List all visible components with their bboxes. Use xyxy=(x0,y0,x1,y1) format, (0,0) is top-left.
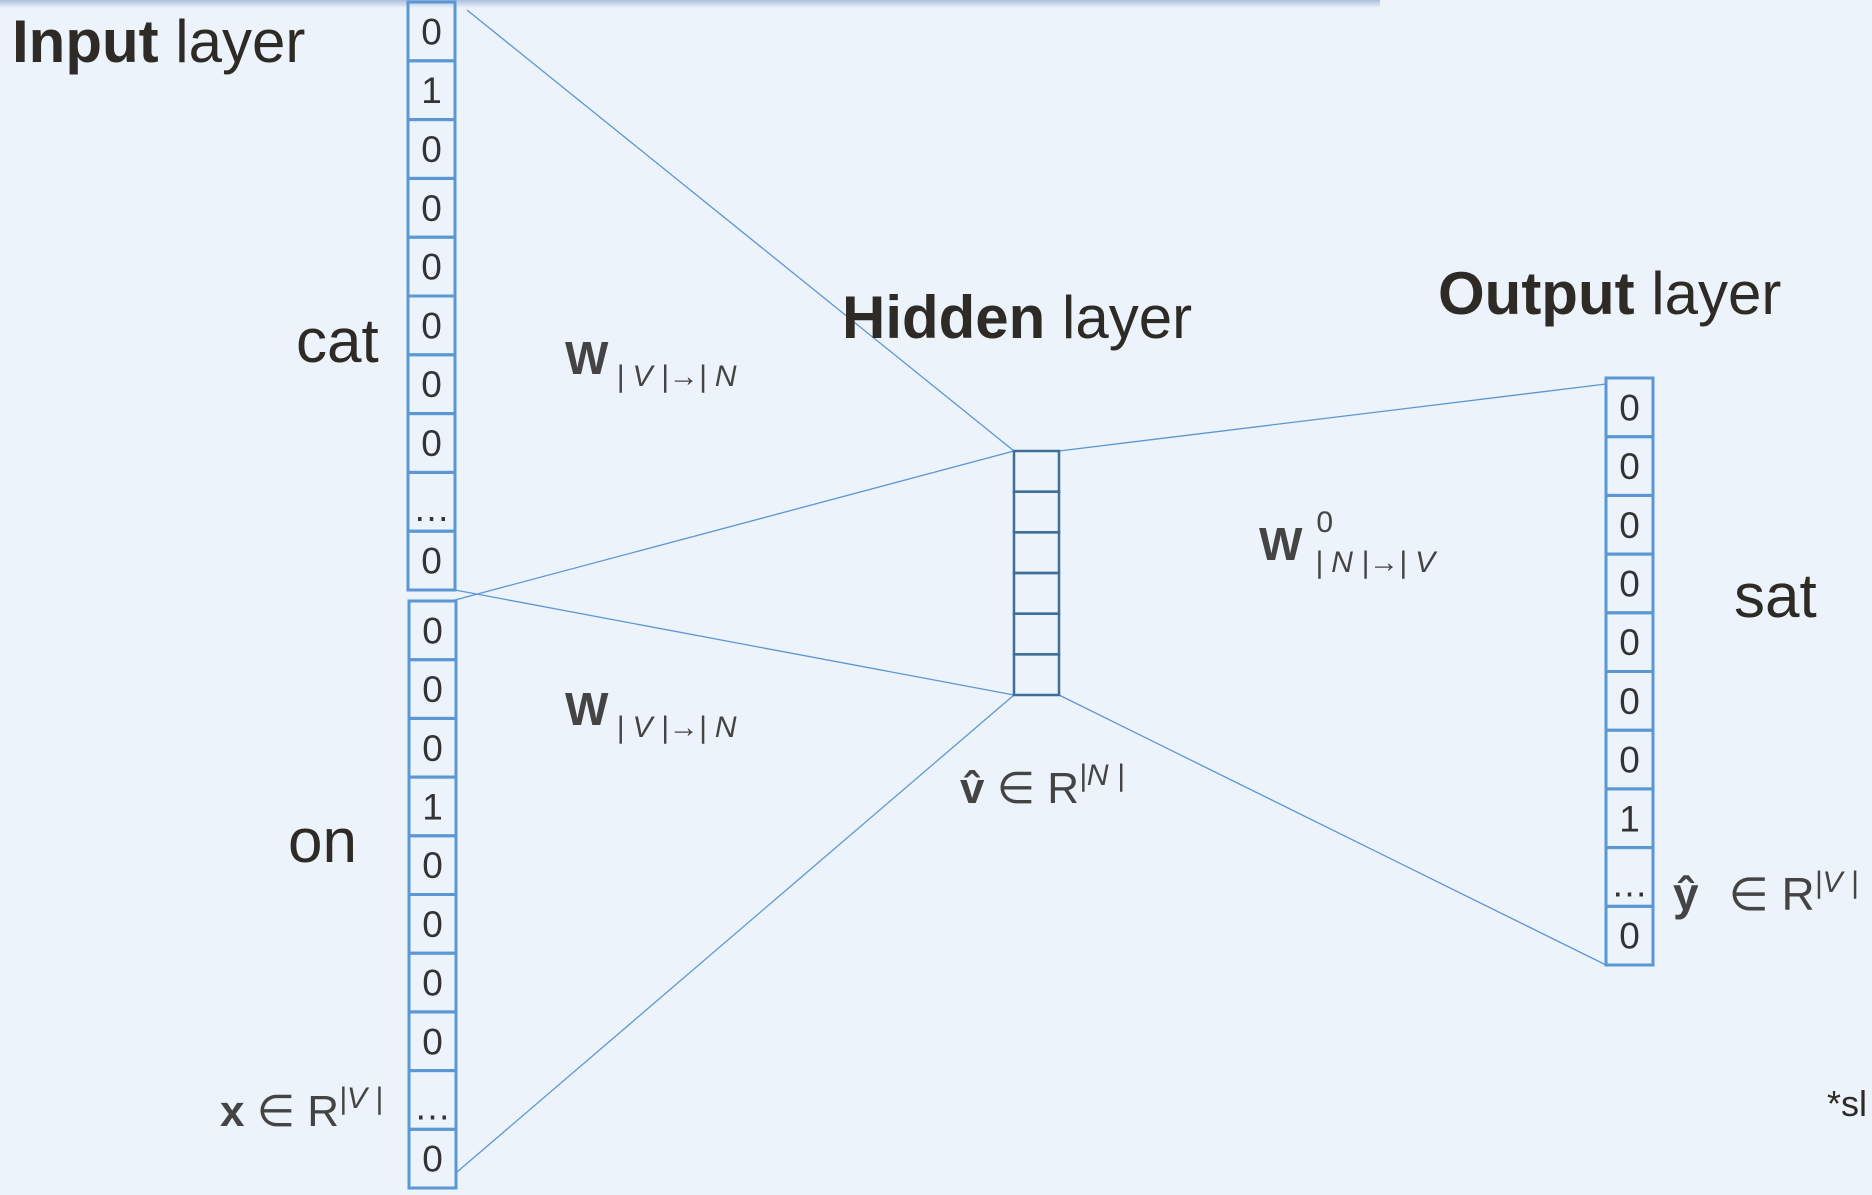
word-on: on xyxy=(288,807,357,876)
cell-value: 0 xyxy=(422,728,443,769)
cell-value: 0 xyxy=(1619,916,1640,957)
cell-value: 0 xyxy=(421,364,442,405)
cell-value: 0 xyxy=(421,247,442,288)
word-sat: sat xyxy=(1734,562,1817,631)
cell-value: 0 xyxy=(1619,622,1640,663)
hidden-cell xyxy=(1012,571,1061,615)
vector-cell: 0 xyxy=(406,294,457,357)
vector-cell: 0 xyxy=(1604,552,1655,615)
cell-box xyxy=(1604,904,1655,967)
cell-value: 0 xyxy=(422,1021,443,1062)
vector-cell: 0 xyxy=(406,353,457,416)
input-layer-title: Input layer xyxy=(12,8,305,75)
cell-value: 1 xyxy=(421,70,442,111)
cell-value: … xyxy=(414,1086,451,1127)
output-layer-title: Output layer xyxy=(1438,260,1781,327)
cell-value: 0 xyxy=(422,669,443,710)
vector-cell: 0 xyxy=(407,716,458,779)
cell-value: 0 xyxy=(1619,681,1640,722)
weight-matrix-input-1: W| V |→| N xyxy=(565,332,737,393)
hidden-vector xyxy=(1012,449,1061,697)
footnote: *sl xyxy=(1827,1083,1867,1124)
hidden-cell xyxy=(1012,449,1061,493)
vector-cell: 0 xyxy=(406,176,457,239)
cell-value: 1 xyxy=(1619,798,1640,839)
input-vector-on: 0 0 0 1 0 0 0 0 … 0 xyxy=(407,599,458,1190)
vector-cell: 0 xyxy=(407,599,458,662)
cell-value: … xyxy=(413,488,450,529)
cell-value: 0 xyxy=(1619,740,1640,781)
hidden-layer-title: Hidden layer xyxy=(842,284,1192,351)
hidden-cell xyxy=(1012,490,1061,534)
slide-top-shadow xyxy=(0,0,1380,8)
vector-cell: 0 xyxy=(407,1127,458,1190)
vector-cell: 0 xyxy=(1604,670,1655,732)
hidden-cell xyxy=(1012,531,1061,575)
input-vector-cat: 0 1 0 0 0 0 0 0 … 0 xyxy=(406,0,457,592)
vector-cell: 0 xyxy=(1604,376,1655,439)
output-vector-sat: 0 0 0 0 0 0 0 1 … 0 xyxy=(1604,376,1655,967)
link-cat-bottom xyxy=(454,589,1015,696)
hidden-cell xyxy=(1012,612,1061,656)
vector-cell: 0 xyxy=(407,834,458,896)
cell-value: … xyxy=(1611,863,1648,904)
cell-value: 0 xyxy=(1619,446,1640,487)
vector-cell: … xyxy=(407,1069,458,1131)
vector-cell: 0 xyxy=(406,529,457,592)
vector-cell: 0 xyxy=(406,412,457,474)
input-vector-label: x ∈ R|V | xyxy=(220,1082,383,1136)
hidden-cell xyxy=(1012,653,1061,697)
vector-cell: 0 xyxy=(1604,493,1655,556)
cell-value: 0 xyxy=(421,423,442,464)
cell-value: 0 xyxy=(421,541,442,582)
connection-lines xyxy=(454,9,1607,1173)
vector-cell: 0 xyxy=(406,235,457,298)
cell-value: 0 xyxy=(421,188,442,229)
hidden-vector-label: v̂ ∈ R|N | xyxy=(960,759,1125,813)
vector-cell: 1 xyxy=(406,59,457,122)
vector-cell: 0 xyxy=(1604,611,1655,673)
link-out-top xyxy=(1058,383,1607,452)
vector-cell: 0 xyxy=(1604,435,1655,497)
vector-cell: … xyxy=(406,470,457,533)
cell-value: 0 xyxy=(422,845,443,886)
cell-box xyxy=(406,529,457,592)
link-on-bottom xyxy=(456,694,1015,1173)
cell-value: 0 xyxy=(421,129,442,170)
vector-cell: 0 xyxy=(1604,728,1655,791)
cell-value: 0 xyxy=(422,1139,443,1180)
cell-value: 1 xyxy=(422,786,443,827)
cell-value: 0 xyxy=(1619,505,1640,546)
link-on-top xyxy=(454,450,1015,601)
output-vector-label: ŷ∈ R|V | xyxy=(1673,866,1859,920)
vector-cell: 0 xyxy=(407,658,458,720)
vector-cell: 0 xyxy=(407,893,458,955)
cell-value: 0 xyxy=(422,904,443,945)
word-cat: cat xyxy=(296,307,379,376)
vector-cell: … xyxy=(1604,846,1655,908)
link-out-bottom xyxy=(1058,694,1607,966)
cell-value: 0 xyxy=(422,610,443,651)
vector-cell: 0 xyxy=(407,951,458,1014)
cell-value: 0 xyxy=(422,963,443,1004)
vector-cell: 0 xyxy=(406,0,457,63)
weight-matrix-input-2: W| V |→| N xyxy=(565,683,737,744)
vector-cell: 0 xyxy=(1604,904,1655,967)
cell-value: 0 xyxy=(1619,563,1640,604)
vector-cell: 0 xyxy=(406,118,457,180)
link-cat-top xyxy=(466,9,1015,452)
cell-value: 0 xyxy=(421,11,442,52)
vector-cell: 1 xyxy=(1604,787,1655,850)
cell-value: 0 xyxy=(421,305,442,346)
vector-cell: 0 xyxy=(407,1010,458,1073)
cell-box xyxy=(407,1127,458,1190)
cell-value: 0 xyxy=(1619,387,1640,428)
vector-cell: 1 xyxy=(407,775,458,838)
